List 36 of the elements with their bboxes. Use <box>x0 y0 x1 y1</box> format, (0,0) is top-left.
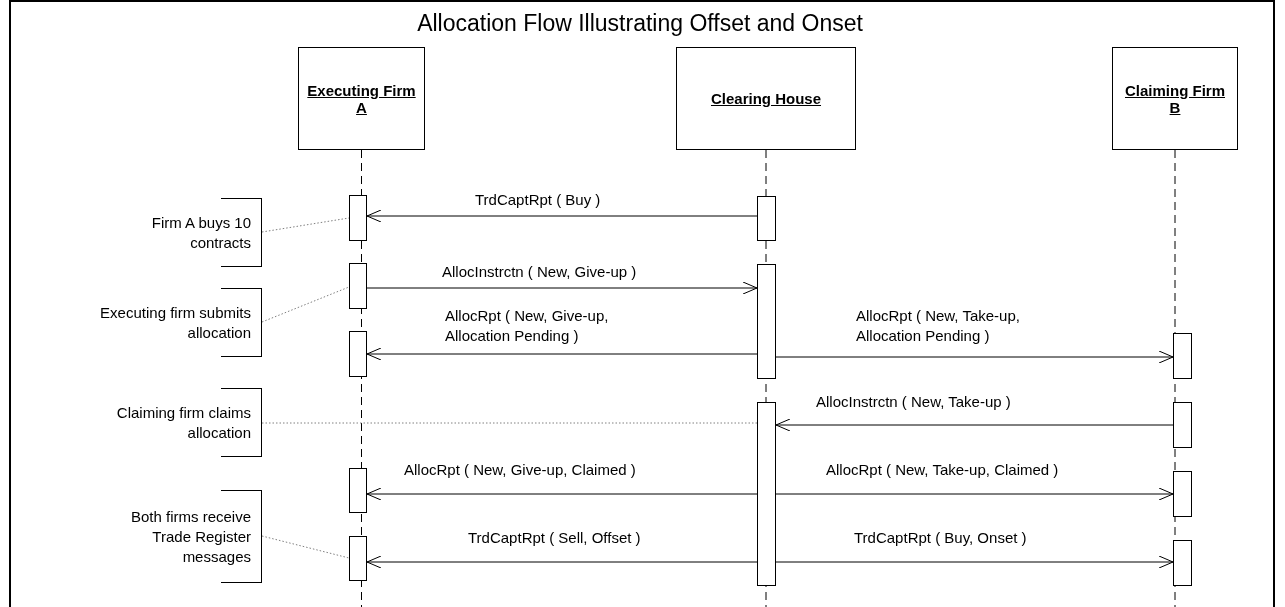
message-arrow <box>775 418 1174 432</box>
participant-name: Executing Firm A <box>306 81 417 116</box>
activation-bar <box>1173 471 1192 517</box>
participant-box <box>676 47 856 150</box>
note-text: Claiming firm claims allocation <box>115 402 251 443</box>
note-text: Both firms receive Trade Register messages <box>129 506 251 567</box>
activation-bar <box>757 264 776 379</box>
activation-bar <box>349 331 367 377</box>
activation-bar <box>349 536 367 581</box>
activation-bar <box>757 402 776 586</box>
message-arrow <box>366 347 758 361</box>
note-text: Firm A buys 10 contracts <box>150 212 251 253</box>
participant-box <box>298 47 425 150</box>
message-arrow <box>775 555 1174 569</box>
message-arrow <box>366 487 758 501</box>
message-arrow <box>775 487 1174 501</box>
leader-line <box>261 422 758 424</box>
activation-bar <box>349 195 367 241</box>
participant-box <box>1112 47 1238 150</box>
diagram-title: Allocation Flow Illustrating Offset and Onset <box>416 10 864 37</box>
leader-line <box>261 535 350 559</box>
participant-name: Claiming Firm B <box>1124 81 1226 116</box>
activation-bar <box>1173 540 1192 586</box>
participant-name: Clearing House <box>711 90 821 107</box>
message-arrow <box>366 209 758 223</box>
activation-bar <box>1173 333 1192 379</box>
activation-bar <box>1173 402 1192 448</box>
message-arrow <box>366 555 758 569</box>
activation-bar <box>349 263 367 309</box>
activation-bar <box>349 468 367 513</box>
message-arrow <box>775 350 1174 364</box>
note-text: Executing firm submits allocation <box>99 302 251 343</box>
leader-line <box>261 217 350 233</box>
activation-bar <box>757 196 776 241</box>
message-arrow <box>366 281 758 295</box>
leader-line <box>261 286 350 323</box>
